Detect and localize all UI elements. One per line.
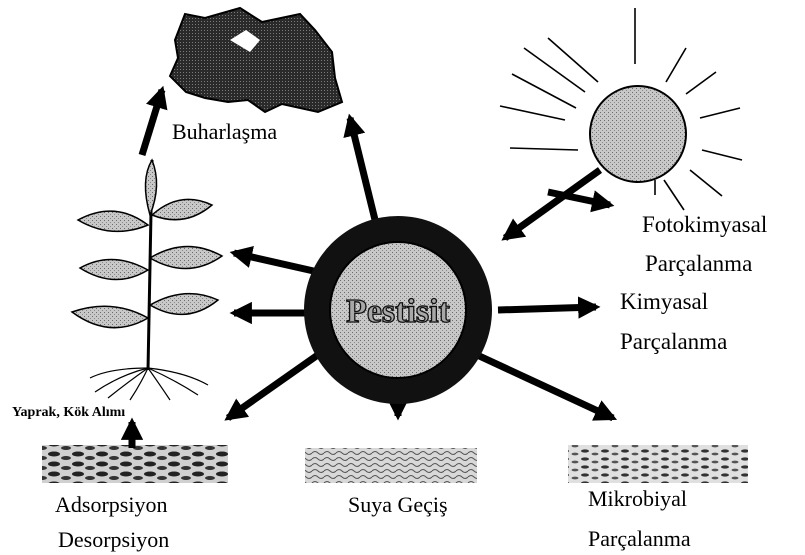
arrow-plant-to-cloud: [142, 90, 162, 155]
soil-swatch: [42, 445, 228, 483]
arrow-to-kimyasal: [498, 307, 596, 310]
label-fotokimyasal-1: Fotokimyasal: [642, 212, 767, 237]
label-mikrobiyal-2: Parçalanma: [588, 526, 691, 551]
plant-icon: [72, 160, 222, 400]
label-kimyasal-1: Kimyasal: [620, 289, 708, 314]
water-swatch: [305, 448, 477, 483]
label-fotokimyasal-2: Parçalanma: [645, 251, 752, 276]
label-adsorpsiyon-1: Adsorpsiyon: [55, 492, 167, 517]
sun-icon: [500, 8, 742, 210]
arrow-to-soil: [228, 352, 322, 418]
cloud-icon: [170, 8, 342, 112]
label-suya: Suya Geçiş: [348, 492, 448, 517]
center-label: Pestisit: [346, 293, 451, 330]
label-mikrobiyal-1: Mikrobiyal: [588, 486, 687, 511]
microbial-soil-swatch: [568, 445, 748, 483]
arrow-sun-to-center: [505, 170, 600, 238]
arrow-to-plant-upper: [234, 253, 318, 272]
label-kimyasal-2: Parçalanma: [620, 329, 727, 354]
label-buharlasma: Buharlaşma: [172, 119, 277, 144]
pesticide-circle: Pestisit: [304, 216, 492, 404]
arrow-to-buharlasma: [350, 118, 378, 232]
label-yaprak: Yaprak, Kök Alımı: [12, 405, 125, 420]
label-adsorpsiyon-2: Desorpsiyon: [58, 527, 169, 552]
arrow-to-mikrobiyal: [475, 354, 613, 418]
